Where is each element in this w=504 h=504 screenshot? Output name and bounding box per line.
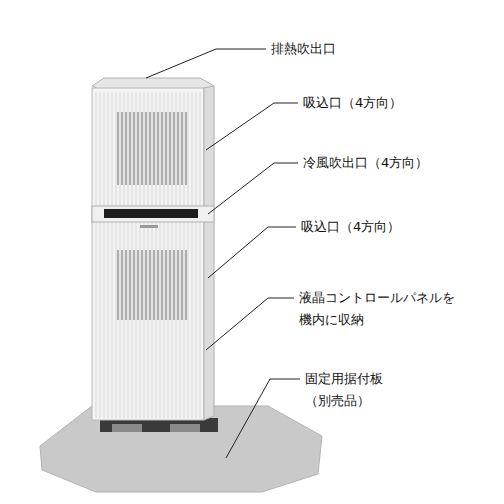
rib-line — [192, 92, 193, 418]
cold-air-outlet — [104, 209, 198, 218]
grille-slot — [165, 250, 166, 320]
grille-slot — [137, 112, 138, 185]
rib-line — [136, 92, 137, 418]
logo-mark — [140, 225, 158, 228]
grille-slot — [173, 112, 174, 185]
rib-line — [144, 92, 145, 418]
grille-slot — [153, 250, 154, 320]
leader-lines — [146, 49, 300, 458]
rib-line — [152, 92, 153, 418]
unit-side — [204, 86, 214, 420]
rib-line — [100, 92, 101, 418]
grille-slot — [137, 250, 138, 320]
grille-slot — [117, 112, 118, 185]
grille-slot — [161, 250, 162, 320]
rib-line — [160, 92, 161, 418]
grille-slot — [157, 250, 158, 320]
rib-line — [176, 92, 177, 418]
vertical-ribs — [96, 92, 200, 418]
leader-line — [208, 227, 296, 278]
grille-slot — [145, 112, 146, 185]
grille-slot — [117, 250, 118, 320]
callout-label: 液晶コントロールパネルを 機内に収納 — [298, 287, 500, 331]
grille-slot — [129, 250, 130, 320]
grille-slot — [157, 112, 158, 185]
grille-slot — [181, 112, 182, 185]
grille-slot — [129, 112, 130, 185]
rib-line — [120, 92, 121, 418]
leader-line — [226, 379, 300, 458]
grille-slot — [133, 250, 134, 320]
rib-line — [164, 92, 165, 418]
grille-slot — [141, 250, 142, 320]
leader-line — [206, 298, 294, 350]
leader-line — [146, 49, 266, 78]
grille-slot — [149, 250, 150, 320]
unit-foot — [170, 424, 200, 432]
rib-line — [188, 92, 189, 418]
grille-slot — [185, 250, 186, 320]
outlet-band — [92, 206, 214, 222]
callout-label: 固定用据付板 （別売品） — [304, 368, 426, 412]
callout-label: 排熱吹出口 — [270, 38, 337, 60]
unit-front — [92, 88, 204, 420]
grille-slot — [149, 112, 150, 185]
rib-line — [200, 92, 201, 418]
grille-slot — [153, 112, 154, 185]
grille-slot — [169, 250, 170, 320]
grille-slot — [173, 250, 174, 320]
grille-slot — [165, 112, 166, 185]
grille-slot — [177, 250, 178, 320]
grille-slot — [145, 250, 146, 320]
callout-label: 吸込口（4方向） — [300, 216, 401, 238]
callout-label: 冷風吹出口（4方向） — [302, 152, 429, 174]
grille-slot — [125, 112, 126, 185]
grille-slot — [121, 112, 122, 185]
rib-line — [108, 92, 109, 418]
leader-line — [208, 163, 298, 214]
rib-line — [116, 92, 117, 418]
rib-line — [124, 92, 125, 418]
callout-label: 吸込口（4方向） — [302, 92, 403, 114]
grille-slot — [185, 112, 186, 185]
rib-line — [128, 92, 129, 418]
rib-line — [168, 92, 169, 418]
rib-line — [140, 92, 141, 418]
rib-line — [112, 92, 113, 418]
leader-line — [206, 103, 298, 150]
grille-slot — [177, 112, 178, 185]
rib-line — [172, 92, 173, 418]
rib-line — [180, 92, 181, 418]
rib-line — [148, 92, 149, 418]
rib-line — [184, 92, 185, 418]
grille-slot — [169, 112, 170, 185]
rib-line — [132, 92, 133, 418]
rib-line — [156, 92, 157, 418]
unit-foot — [112, 424, 142, 432]
grille-slot — [161, 112, 162, 185]
grille-slot — [141, 112, 142, 185]
grille-slot — [181, 250, 182, 320]
grille-slot — [125, 250, 126, 320]
rib-line — [196, 92, 197, 418]
grille-slot — [133, 112, 134, 185]
grille-slot — [121, 250, 122, 320]
rib-line — [104, 92, 105, 418]
rib-line — [96, 92, 97, 418]
